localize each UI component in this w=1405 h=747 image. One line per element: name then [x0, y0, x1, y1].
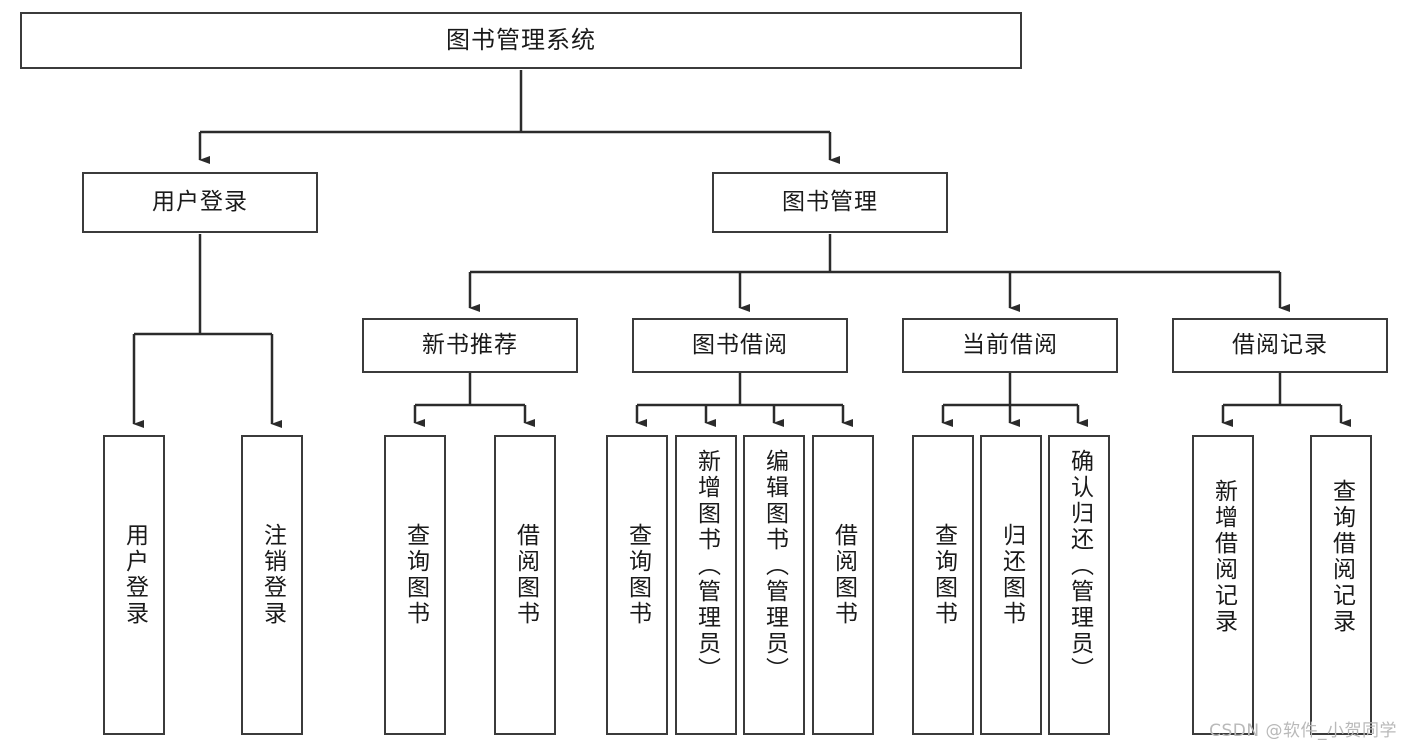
- node-label: 图书借阅: [692, 331, 788, 358]
- leaf-new-book-query[interactable]: 查询图书: [384, 435, 446, 735]
- leaf-book-borrow-edit[interactable]: 编辑图书（管理员）: [743, 435, 805, 735]
- leaf-borrow-record-query[interactable]: 查询借阅记录: [1310, 435, 1372, 735]
- node-label: 查询图书: [930, 523, 957, 627]
- leaf-borrow-record-add[interactable]: 新增借阅记录: [1192, 435, 1254, 735]
- node-book-borrow[interactable]: 图书借阅: [632, 318, 848, 373]
- node-label: 查询图书: [624, 523, 651, 627]
- node-root-system[interactable]: 图书管理系统: [20, 12, 1022, 69]
- csdn-watermark: CSDN @软件_小贺同学: [1209, 721, 1397, 741]
- node-label: 借阅图书: [830, 523, 857, 627]
- node-label: 图书管理系统: [446, 26, 596, 55]
- node-label: 借阅记录: [1232, 331, 1328, 358]
- node-label: 新增借阅记录: [1210, 479, 1237, 635]
- node-label: 查询图书: [402, 523, 429, 627]
- node-label: 图书管理: [782, 188, 878, 215]
- leaf-new-book-borrow[interactable]: 借阅图书: [494, 435, 556, 735]
- leaf-book-borrow-query[interactable]: 查询图书: [606, 435, 668, 735]
- leaf-current-borrow-return[interactable]: 归还图书: [980, 435, 1042, 735]
- node-new-book-recommend[interactable]: 新书推荐: [362, 318, 578, 373]
- node-label: 新增图书（管理员）: [693, 449, 720, 683]
- node-book-management[interactable]: 图书管理: [712, 172, 948, 233]
- node-user-login[interactable]: 用户登录: [82, 172, 318, 233]
- leaf-book-borrow-add[interactable]: 新增图书（管理员）: [675, 435, 737, 735]
- node-label: 用户登录: [121, 523, 148, 627]
- node-label: 查询借阅记录: [1328, 479, 1355, 635]
- node-label: 归还图书: [998, 523, 1025, 627]
- node-label: 编辑图书（管理员）: [761, 449, 788, 683]
- node-label: 借阅图书: [512, 523, 539, 627]
- node-label: 当前借阅: [962, 331, 1058, 358]
- leaf-book-borrow-borrow[interactable]: 借阅图书: [812, 435, 874, 735]
- node-label: 确认归还（管理员）: [1066, 449, 1093, 683]
- node-label: 用户登录: [152, 188, 248, 215]
- leaf-user-login-logout[interactable]: 注销登录: [241, 435, 303, 735]
- node-label: 注销登录: [259, 523, 286, 627]
- leaf-current-borrow-confirm-return[interactable]: 确认归还（管理员）: [1048, 435, 1110, 735]
- leaf-user-login-login[interactable]: 用户登录: [103, 435, 165, 735]
- node-borrow-record[interactable]: 借阅记录: [1172, 318, 1388, 373]
- node-current-borrow[interactable]: 当前借阅: [902, 318, 1118, 373]
- leaf-current-borrow-query[interactable]: 查询图书: [912, 435, 974, 735]
- node-label: 新书推荐: [422, 331, 518, 358]
